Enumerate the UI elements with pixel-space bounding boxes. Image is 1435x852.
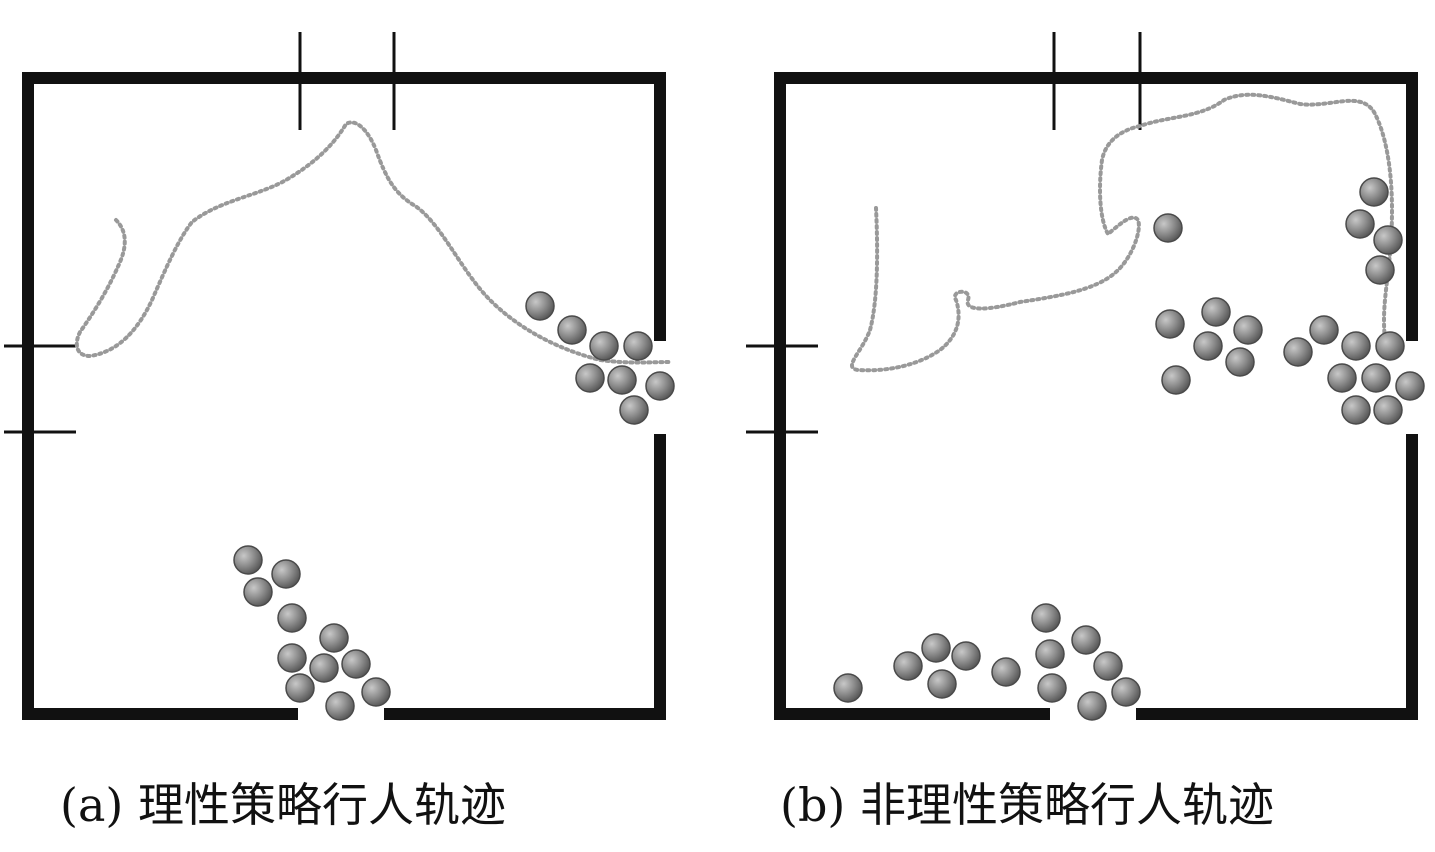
- panel-b-pedestrian: [1193, 331, 1223, 361]
- panel-a-pedestrian: [285, 673, 315, 703]
- panel-irrational-strategy: [746, 32, 1425, 721]
- panel-a-pedestrian: [589, 331, 619, 361]
- panel-b-pedestrian: [991, 657, 1021, 687]
- trajectory-path-b: [850, 92, 1398, 373]
- panel-b-pedestrian: [1037, 673, 1067, 703]
- panel-b-pedestrian: [1361, 363, 1391, 393]
- pedestrians-b: [833, 177, 1425, 721]
- panel-b-pedestrian: [1233, 315, 1263, 345]
- panel-b-pedestrian: [1031, 603, 1061, 633]
- room-walls-b: [774, 72, 1418, 720]
- panel-b-pedestrian: [1359, 177, 1389, 207]
- panel-b-pedestrian: [893, 651, 923, 681]
- panel-a-pedestrian: [233, 545, 263, 575]
- panel-b-pedestrian: [927, 669, 957, 699]
- panel-b-pedestrian: [1161, 365, 1191, 395]
- panel-b-pedestrian: [1341, 331, 1371, 361]
- panel-a-pedestrian: [361, 677, 391, 707]
- panel-b-pedestrian: [921, 633, 951, 663]
- panel-a-pedestrian: [623, 331, 653, 361]
- panel-b-pedestrian: [1375, 331, 1405, 361]
- panel-b-pedestrian: [1155, 309, 1185, 339]
- trajectory-path-a: [74, 120, 672, 365]
- panel-b-pedestrian: [1225, 347, 1255, 377]
- panel-b-pedestrian: [951, 641, 981, 671]
- caption-rational-strategy: (a) 理性策略行人轨迹: [60, 778, 506, 832]
- panel-b-pedestrian: [1201, 297, 1231, 327]
- panel-b-pedestrian: [1365, 255, 1395, 285]
- panel-a-pedestrian: [309, 653, 339, 683]
- panel-b-pedestrian: [1283, 337, 1313, 367]
- panel-a-pedestrian: [277, 603, 307, 633]
- panel-b-pedestrian: [1341, 395, 1371, 425]
- panel-b-pedestrian: [1373, 395, 1403, 425]
- panel-b-pedestrian: [1111, 677, 1141, 707]
- panel-a-pedestrian: [525, 291, 555, 321]
- panel-a-pedestrian: [277, 643, 307, 673]
- panel-b-pedestrian: [1093, 651, 1123, 681]
- panel-b-pedestrian: [1077, 691, 1107, 721]
- panel-b-pedestrian: [1035, 639, 1065, 669]
- panel-a-pedestrian: [557, 315, 587, 345]
- panel-a-pedestrian: [341, 649, 371, 679]
- exit-markers-a: [4, 32, 396, 434]
- panel-b-pedestrian: [1373, 225, 1403, 255]
- panel-a-pedestrian: [271, 559, 301, 589]
- panel-a-pedestrian: [319, 623, 349, 653]
- panel-a-pedestrian: [607, 365, 637, 395]
- panel-b-pedestrian: [1071, 625, 1101, 655]
- pedestrians-a: [233, 291, 675, 721]
- panel-rational-strategy: [4, 32, 675, 721]
- room-walls-a: [22, 72, 666, 720]
- panel-b-pedestrian: [1309, 315, 1339, 345]
- panel-b-pedestrian: [833, 673, 863, 703]
- panel-b-pedestrian: [1327, 363, 1357, 393]
- panel-b-pedestrian: [1153, 213, 1183, 243]
- panel-a-pedestrian: [243, 577, 273, 607]
- panel-a-pedestrian: [325, 691, 355, 721]
- panel-a-pedestrian: [619, 395, 649, 425]
- panel-a-pedestrian: [645, 371, 675, 401]
- exit-markers-b: [746, 32, 1142, 434]
- panel-a-pedestrian: [575, 363, 605, 393]
- panel-b-pedestrian: [1345, 209, 1375, 239]
- panel-b-pedestrian: [1395, 371, 1425, 401]
- caption-irrational-strategy: (b) 非理性策略行人轨迹: [780, 778, 1274, 832]
